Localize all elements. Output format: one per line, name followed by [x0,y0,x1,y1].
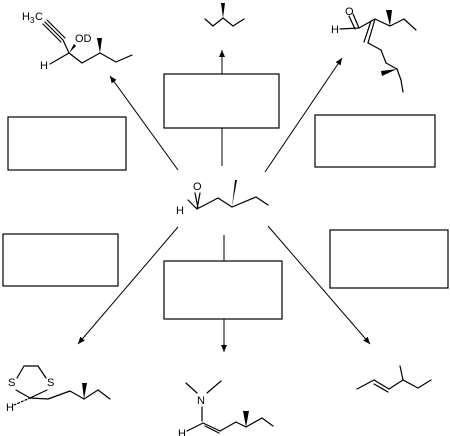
top-right-atom-h: H [331,24,339,36]
bottom-center-atom-n: N [197,395,205,407]
top-right-atom-o: O [345,6,354,18]
reagent-box-bottom-center [163,260,283,320]
center-molecule: O H [176,180,269,217]
arrow-to-bottom-right [267,225,371,345]
top-left-atom-c: C [35,11,43,23]
top-left-atom-h3c: H [22,11,30,23]
top-left-molecule: H 3 C OD H [22,11,133,72]
reagent-box-right-upper [314,114,436,168]
bottom-left-molecule: S S H [6,365,111,414]
arrow-to-bottom-left [77,226,179,345]
center-atom-h: H [176,205,184,217]
reagent-box-top-center [163,73,280,129]
top-right-molecule: O H [331,6,417,93]
bottom-center-molecule: N H [178,380,274,436]
bottom-left-atom-s2: S [47,377,54,389]
bottom-left-atom-s1: S [8,377,15,389]
top-left-atom-od: OD [75,33,92,45]
center-atom-o: O [193,181,202,193]
bottom-center-atom-h: H [178,428,186,436]
reagent-box-left-upper [7,116,127,171]
arrow-to-top-right [264,57,343,173]
bottom-right-molecule [356,365,432,393]
reagent-boxes [2,73,449,320]
top-left-atom-sub3: 3 [30,16,35,25]
reagent-box-left-lower [2,233,119,287]
arrow-to-top-left [109,75,179,171]
top-center-molecule [204,3,245,27]
top-left-atom-h: H [40,60,48,72]
reagent-box-right-lower [329,229,449,289]
bottom-left-atom-h: H [6,402,14,414]
